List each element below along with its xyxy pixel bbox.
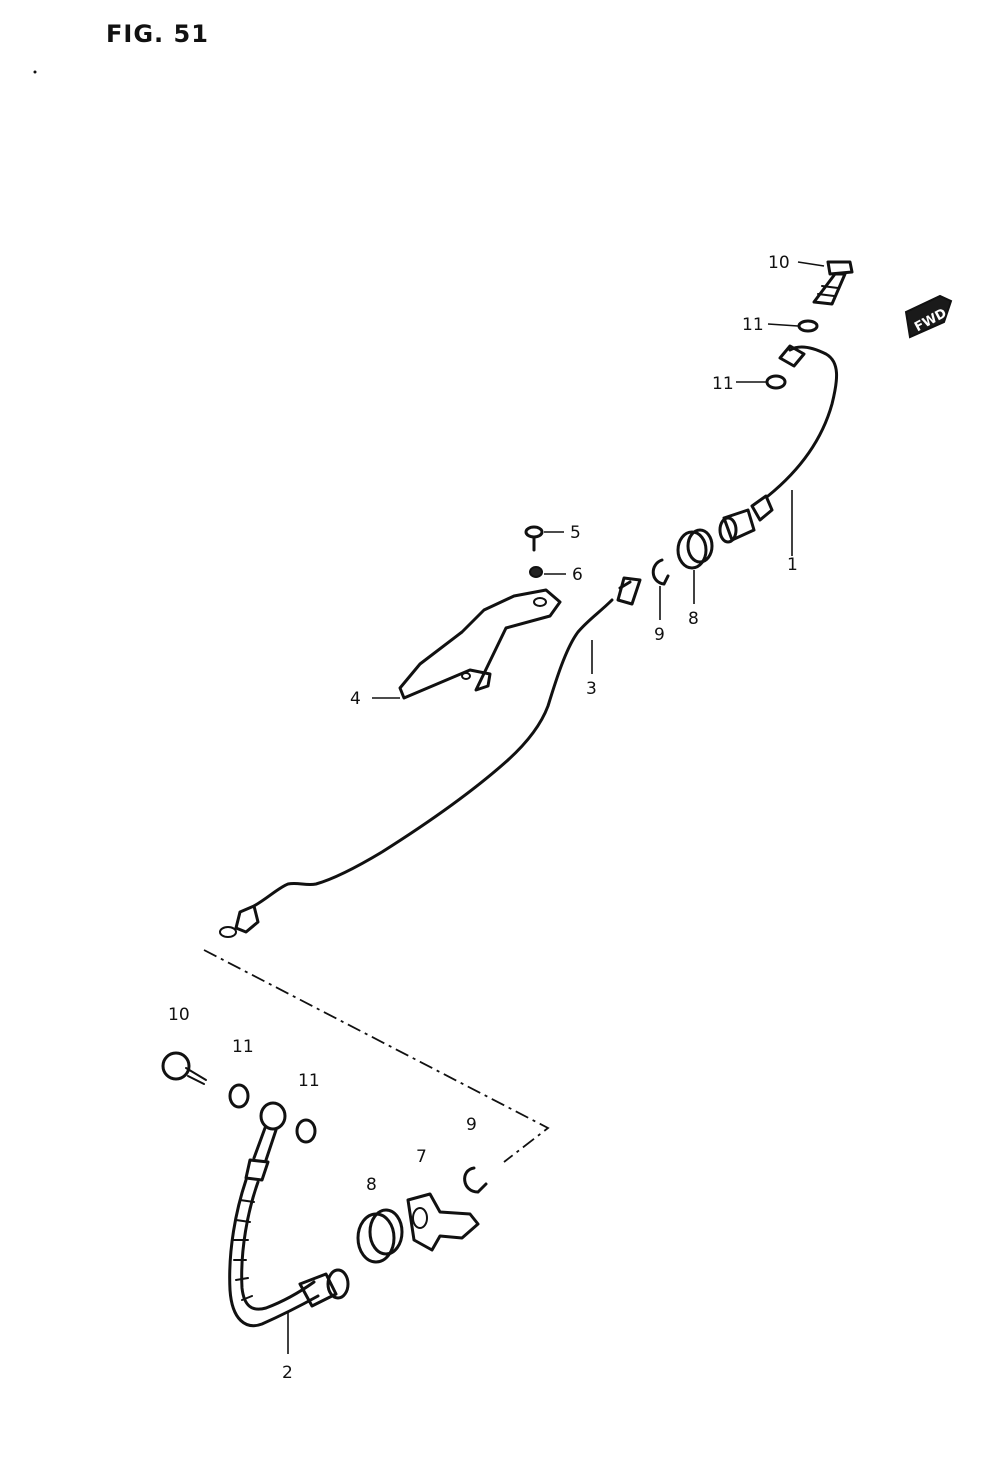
bracket [398,588,562,700]
leader-11-a [767,323,799,327]
lock-washer [529,566,543,578]
callout-8-upper: 8 [688,609,699,629]
union-bolt-upper [812,260,854,306]
callout-11-lower-b: 11 [298,1071,320,1091]
clip-lower [463,1166,488,1194]
callout-11-upper-a: 11 [742,315,764,335]
hose-bracket [406,1192,480,1252]
grommet-upper [676,528,714,570]
alignment-line [203,949,550,1163]
figure-title: FIG. 51 [106,20,209,48]
stray-dot [33,70,37,74]
grommet-lower [356,1208,404,1264]
washer-upper-2 [765,374,787,390]
callout-1: 1 [787,555,798,575]
leader-10-upper [797,261,825,267]
callout-8-lower: 8 [366,1175,377,1195]
callout-5: 5 [570,523,581,543]
clip-upper [651,558,670,586]
callout-9-upper: 9 [654,625,665,645]
callout-6: 6 [572,565,583,585]
screw [524,525,544,552]
callout-7: 7 [416,1147,427,1167]
front-direction-badge: FWD [904,294,953,339]
union-bolt-lower [161,1051,207,1085]
brake-hose-upper [718,344,838,544]
callout-10-upper: 10 [768,253,790,273]
callout-9-lower: 9 [466,1115,477,1135]
brake-pipe [219,576,642,938]
callout-2: 2 [282,1363,293,1383]
callout-11-upper-b: 11 [712,374,734,394]
washer-upper-1 [797,319,819,333]
washer-lower-2 [295,1118,317,1144]
callout-3: 3 [586,679,597,699]
callout-10-lower: 10 [168,1005,190,1025]
brake-hose-lower [228,1101,350,1328]
washer-lower-1 [228,1083,250,1109]
callout-4: 4 [350,689,361,709]
callout-11-lower-a: 11 [232,1037,254,1057]
